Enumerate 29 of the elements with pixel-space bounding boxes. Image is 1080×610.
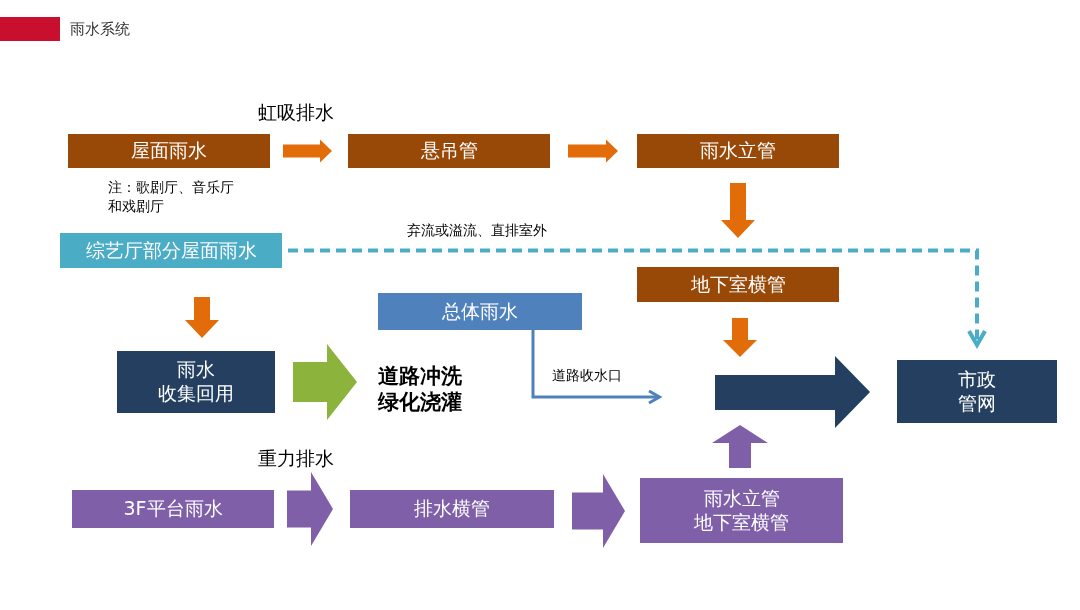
block-arrow — [568, 139, 618, 163]
note-text: 注：歌剧厅、音乐厅和戏剧厅 — [108, 178, 235, 216]
process-box: 综艺厅部分屋面雨水 — [60, 233, 282, 268]
process-box: 雨水立管 地下室横管 — [640, 478, 843, 543]
edge-label: 弃流或溢流、直排室外 — [405, 222, 549, 240]
flow-label: 重力排水 — [258, 446, 334, 471]
page-title: 雨水系统 — [70, 20, 130, 39]
block-arrow — [721, 183, 755, 238]
process-box: 悬吊管 — [348, 134, 550, 168]
process-box: 市政管网 — [897, 360, 1057, 423]
flow-label: 虹吸排水 — [258, 100, 334, 125]
process-box: 总体雨水 — [378, 293, 582, 330]
process-box: 雨水立管 — [637, 134, 839, 168]
block-arrow — [185, 297, 219, 338]
arrow — [531, 330, 661, 405]
block-arrow — [283, 139, 332, 163]
process-box: 排水横管 — [350, 490, 554, 528]
block-arrow — [287, 472, 333, 546]
block-arrow — [723, 318, 757, 357]
process-box: 屋面雨水 — [68, 134, 270, 168]
block-arrow — [712, 425, 768, 468]
dashed-arrow — [288, 248, 987, 347]
process-box: 雨水 收集回用 — [117, 351, 275, 413]
process-box: 3F平台雨水 — [72, 490, 274, 528]
output-text: 道路冲洗绿化浇灌 — [360, 358, 480, 420]
process-box: 地下室横管 — [637, 267, 839, 302]
block-arrow — [572, 474, 625, 548]
flow-arrow — [715, 356, 870, 428]
block-arrow — [293, 344, 357, 420]
